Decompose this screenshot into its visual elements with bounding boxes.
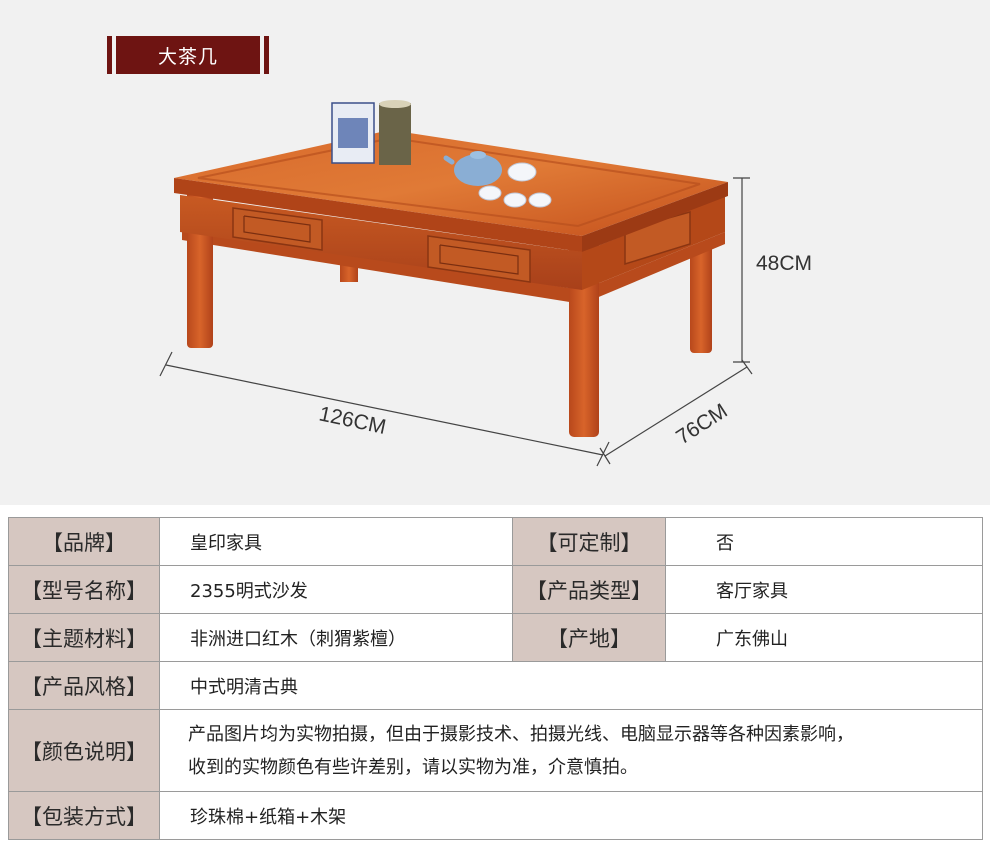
table-top <box>174 130 728 236</box>
tea-bowl <box>507 162 537 182</box>
color-note-line-1: 产品图片均为实物拍摄，但由于摄影技术、拍摄光线、电脑显示器等各种因素影响， <box>188 723 854 745</box>
material-label: 【主题材料】 <box>8 613 160 662</box>
teapot <box>454 154 502 186</box>
title-tag-right-bar <box>264 36 269 74</box>
front-right-leg <box>569 240 599 437</box>
table-top-edge-side <box>582 182 728 252</box>
style-label: 【产品风格】 <box>8 661 160 710</box>
product-photo-area: 大茶几 <box>0 0 990 505</box>
spec-table: 【品牌】 皇印家具 【可定制】 否 【型号名称】 2355明式沙发 【产品类型】… <box>8 517 983 840</box>
spec-row: 【包装方式】 珍珠棉+纸箱+木架 <box>8 791 983 840</box>
brand-label: 【品牌】 <box>8 517 160 566</box>
brand-value: 皇印家具 <box>159 517 513 566</box>
back-leg-right <box>690 245 712 353</box>
tea-cup-2 <box>503 192 527 208</box>
model-value: 2355明式沙发 <box>159 565 513 614</box>
tea-tin-brown <box>379 103 411 165</box>
color-note-line-2: 收到的实物颜色有些许差别，请以实物为准，介意慎拍。 <box>188 756 638 778</box>
color-note-value: 产品图片均为实物拍摄，但由于摄影技术、拍摄光线、电脑显示器等各种因素影响， 收到… <box>159 709 983 792</box>
spec-row: 【主题材料】 非洲进口红木（刺猬紫檀） 【产地】 广东佛山 <box>8 613 983 662</box>
title-tag-left-bar <box>107 36 112 74</box>
product-type-value: 客厅家具 <box>665 565 983 614</box>
color-note-label: 【颜色说明】 <box>8 709 160 792</box>
spec-row: 【型号名称】 2355明式沙发 【产品类型】 客厅家具 <box>8 565 983 614</box>
spec-row: 【产品风格】 中式明清古典 <box>8 661 983 710</box>
tea-cup-3 <box>528 192 552 208</box>
product-title-tag: 大茶几 <box>107 36 269 74</box>
customizable-value: 否 <box>665 517 983 566</box>
packaging-value: 珍珠棉+纸箱+木架 <box>159 791 983 840</box>
table-top-edge-front <box>174 178 582 252</box>
product-title: 大茶几 <box>116 36 260 74</box>
origin-value: 广东佛山 <box>665 613 983 662</box>
tea-cup-1 <box>478 185 502 201</box>
spec-row: 【颜色说明】 产品图片均为实物拍摄，但由于摄影技术、拍摄光线、电脑显示器等各种因… <box>8 709 983 792</box>
packaging-label: 【包装方式】 <box>8 791 160 840</box>
drawer-left <box>232 207 323 251</box>
length-label: 126CM <box>317 402 388 439</box>
coffee-table-illustration: 48CM 126CM 76CM <box>159 100 812 467</box>
width-label: 76CM <box>672 399 732 449</box>
model-label: 【型号名称】 <box>8 565 160 614</box>
style-value: 中式明清古典 <box>159 661 983 710</box>
height-label: 48CM <box>756 252 812 275</box>
material-value: 非洲进口红木（刺猬紫檀） <box>159 613 513 662</box>
product-type-label: 【产品类型】 <box>512 565 666 614</box>
customizable-label: 【可定制】 <box>512 517 666 566</box>
origin-label: 【产地】 <box>512 613 666 662</box>
spec-row: 【品牌】 皇印家具 【可定制】 否 <box>8 517 983 566</box>
